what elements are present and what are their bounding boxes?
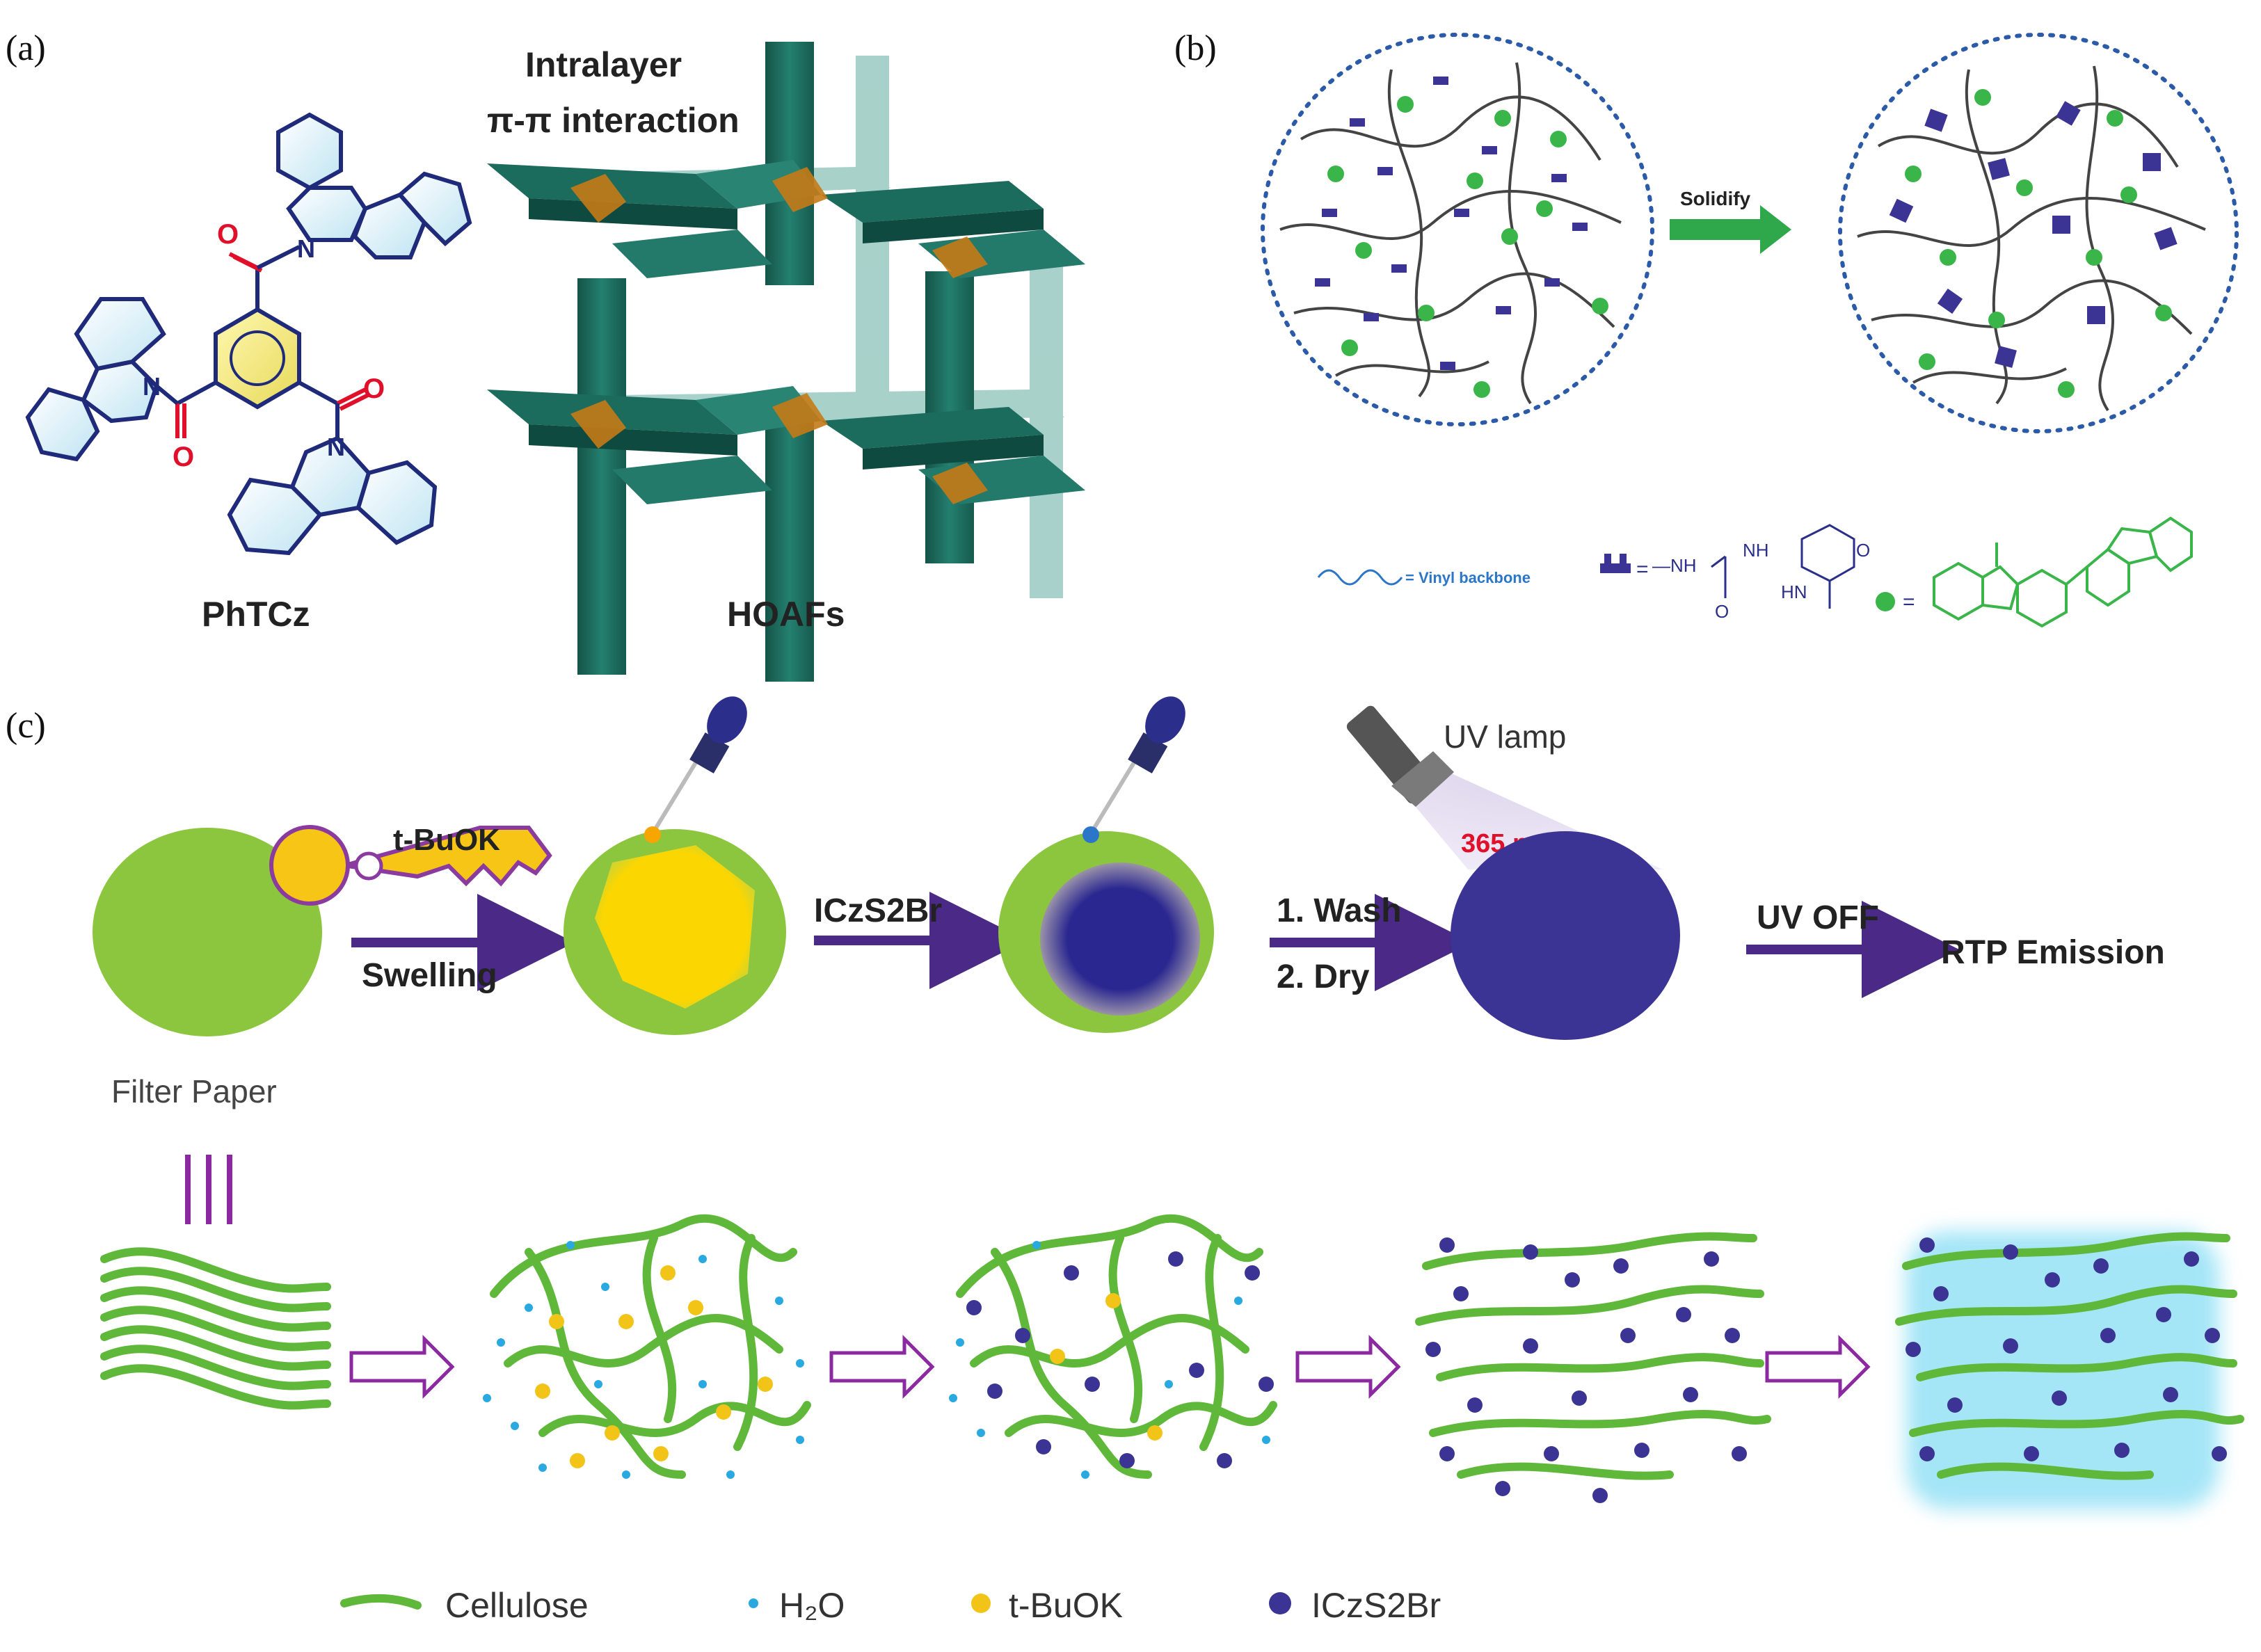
phtcz-molecule xyxy=(155,245,369,438)
upy-units-before xyxy=(1315,77,1588,370)
stacked-fibers xyxy=(100,1247,331,1410)
hollow-arrows xyxy=(349,1334,1871,1400)
legend-iczs2br-swatch xyxy=(1269,1592,1291,1614)
reagent-label: ICzS2Br xyxy=(814,892,942,929)
polymer-chains-before xyxy=(1279,62,1622,405)
legend-tbuok-swatch xyxy=(971,1594,991,1613)
panel-c-legend: Cellulose H₂O t-BuOK ICzS2Br xyxy=(340,1586,1441,1625)
filter-paper-label: Filter Paper xyxy=(111,1073,277,1109)
wash-label: 1. Wash xyxy=(1277,892,1402,929)
pi-pi-title: π-π interaction xyxy=(487,101,740,140)
intralayer-title: Intralayer xyxy=(525,45,682,84)
vinyl-backbone-swatch xyxy=(1317,569,1403,586)
panel-b: (b) xyxy=(1174,29,2239,628)
central-benzene xyxy=(214,307,301,410)
filter-paper-disc xyxy=(93,828,322,1036)
phtcz-label: PhTCz xyxy=(202,595,310,634)
panel-a-letter: (a) xyxy=(6,29,46,68)
upy-hn: HN xyxy=(1781,582,1807,602)
polymer-chains-after xyxy=(1857,65,2206,412)
legend-cellulose-label: Cellulose xyxy=(445,1586,589,1625)
atom-n-bottom: N xyxy=(327,433,345,461)
uv-lamp-icon xyxy=(1346,705,1454,807)
hoafs-label: HOAFs xyxy=(727,595,845,634)
loaded-cellulose xyxy=(949,1214,1277,1479)
carbazole-bottom xyxy=(227,435,438,556)
dibenzofuran-dots-after xyxy=(1905,89,2172,398)
swelling-label: Swelling xyxy=(362,957,497,994)
solidify-label: Solidify xyxy=(1680,188,1751,209)
carbazole-top xyxy=(276,112,472,259)
tbuok-spot xyxy=(595,845,755,1009)
polymer-after-circle xyxy=(1838,33,2239,433)
legend-iczs2br-label: ICzS2Br xyxy=(1311,1586,1441,1625)
dry-label: 2. Dry xyxy=(1277,959,1370,995)
irradiated-paper-disc xyxy=(1451,831,1680,1040)
dropper-icon-1 xyxy=(644,696,747,843)
upy-dimers-after xyxy=(1889,101,2178,368)
atom-o-top: O xyxy=(217,219,239,250)
atom-o-left: O xyxy=(173,442,194,472)
uv-off-label: UV OFF xyxy=(1757,899,1879,936)
polymer-before-circle xyxy=(1261,33,1654,426)
glowing-cellulose xyxy=(1895,1231,2244,1509)
legend-water-label: H₂O xyxy=(779,1586,845,1625)
panel-a: (a) xyxy=(6,29,1085,682)
dibenzofuran-swatch xyxy=(1876,592,1895,611)
carbazole-left xyxy=(25,297,166,462)
panel-c: (c) Filter Paper t-BuOK Swelling ICzS2Br xyxy=(6,696,2244,1625)
atom-o-right: O xyxy=(363,374,385,404)
atom-n-top: N xyxy=(297,234,315,263)
legend-water-swatch xyxy=(749,1598,758,1608)
dropper-icon-2 xyxy=(1082,696,1185,843)
upy-o1: O xyxy=(1715,601,1729,622)
hoafs-framework xyxy=(487,42,1085,682)
rtp-emission-label: RTP Emission xyxy=(1941,934,2165,971)
equivalence-symbol xyxy=(185,1155,232,1224)
upy-nh1: —NH xyxy=(1652,555,1697,576)
upy-equals: = xyxy=(1636,558,1649,581)
carbazole-dibenzofuran-structure xyxy=(1933,516,2193,628)
legend-tbuok-label: t-BuOK xyxy=(1009,1586,1123,1625)
panel-b-letter: (b) xyxy=(1174,29,1217,68)
panel-c-letter: (c) xyxy=(6,706,46,746)
key-label: t-BuOK xyxy=(393,823,500,857)
solidify-arrow xyxy=(1670,205,1791,254)
uv-lamp-label: UV lamp xyxy=(1444,719,1566,755)
key-icon xyxy=(269,825,552,906)
dot-equals: = xyxy=(1903,591,1915,614)
dibenzofuran-dots-before xyxy=(1327,96,1608,398)
washed-cellulose xyxy=(1415,1232,1771,1503)
atom-n-left: N xyxy=(143,372,161,401)
panel-b-legend: = Vinyl backbone = —NH NH O O HN = xyxy=(1317,516,2193,628)
upy-swatch xyxy=(1600,554,1631,573)
swollen-cellulose xyxy=(483,1214,811,1479)
legend-cellulose-swatch xyxy=(340,1594,422,1610)
upy-nh2: NH xyxy=(1743,540,1769,561)
vinyl-backbone-label: = Vinyl backbone xyxy=(1405,569,1531,586)
upy-o2: O xyxy=(1856,540,1870,561)
reagent-spot xyxy=(1040,863,1200,1016)
